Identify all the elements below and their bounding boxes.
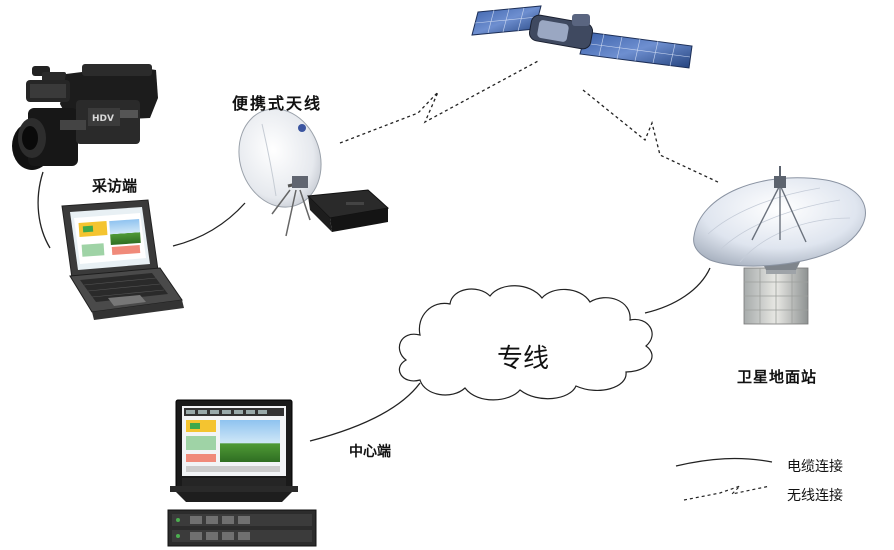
server-rack-icon — [167, 509, 317, 547]
satellite-icon — [471, 5, 693, 69]
legend-cable-label: 电缆连接 — [787, 459, 843, 475]
portable-antenna-icon — [238, 108, 390, 237]
dedicated-line-cloud — [398, 285, 653, 401]
cable-line-center — [309, 382, 421, 442]
center-end-label: 中心端 — [349, 444, 391, 460]
capture-end-label: 采访端 — [92, 177, 138, 195]
legend-wireless-label: 无线连接 — [787, 488, 843, 504]
wireless-link-antenna-satellite — [339, 59, 541, 144]
camcorder-icon: HDV — [12, 64, 158, 170]
cable-laptop-antenna — [172, 202, 246, 247]
cable-ground-station-line — [644, 267, 711, 314]
cable-camcorder-laptop — [37, 171, 51, 249]
legend-cable-line — [675, 457, 773, 467]
dedicated-line-label: 专线 — [497, 344, 550, 374]
wireless-link-satellite-ground — [582, 89, 721, 184]
legend — [675, 457, 773, 501]
rugged-laptop-icon — [61, 199, 184, 320]
ground-station-dish-icon — [693, 166, 866, 325]
camcorder-brand-text: HDV — [92, 114, 114, 124]
ground-station-label: 卫星地面站 — [737, 368, 818, 386]
center-monitor-icon — [170, 399, 298, 502]
legend-wireless-line — [683, 485, 771, 501]
portable-antenna-label: 便携式天线 — [232, 94, 323, 113]
